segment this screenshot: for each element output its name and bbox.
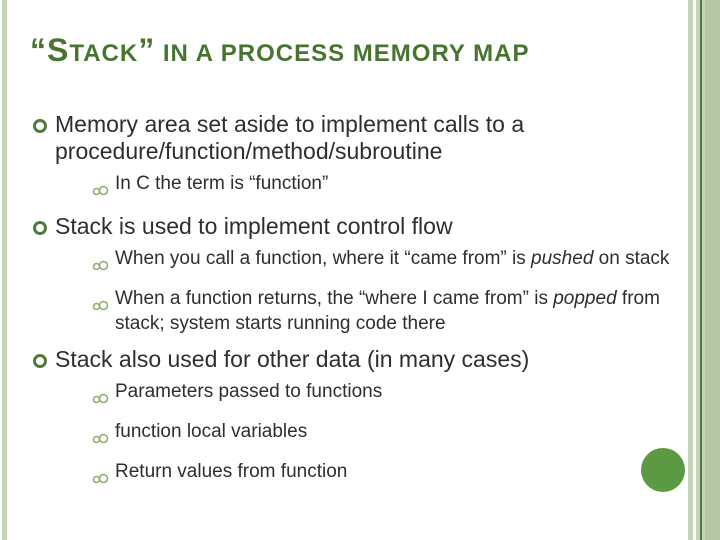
- sub-bullet-2-2-text: When a function returns, the “where I ca…: [115, 286, 670, 336]
- circle-bullet-icon: [33, 354, 47, 368]
- bullet-item-3: Stack also used for other data (in many …: [30, 346, 670, 373]
- sub-bullet-3-2-text: function local variables: [115, 421, 308, 442]
- bullet-item-1: Memory area set aside to implement calls…: [30, 111, 670, 165]
- sub-bullet-3-3-text: Return values from function: [115, 461, 348, 482]
- title-smallcaps-1: TACK: [69, 40, 139, 67]
- sub-bullet-3-3: Return values from function: [92, 459, 670, 491]
- emphasized-word: pushed: [531, 248, 594, 269]
- circle-bullet-icon: [33, 119, 47, 133]
- slide-title: “STACK” IN A PROCESS MEMORY MAP: [30, 30, 529, 74]
- title-close-quote: ”: [138, 32, 156, 68]
- sub-bullet-2-1: When you call a function, where it “came…: [92, 246, 670, 278]
- sub-bullet-3-2: function local variables: [92, 419, 670, 451]
- sub-bullet-3-1-text: Parameters passed to functions: [115, 381, 383, 402]
- sub-bullet-2-1-text: When you call a function, where it “came…: [115, 246, 669, 271]
- right-accent-band: [705, 0, 720, 540]
- bullet-item-2: Stack is used to implement control flow: [30, 213, 670, 240]
- bullet-item-1-text: Memory area set aside to implement calls…: [55, 111, 525, 164]
- right-accent-stripe-inner: [696, 0, 700, 540]
- vine-bullet-icon: [92, 178, 109, 203]
- text-run: When you call a function, where it “came…: [115, 248, 532, 269]
- sub-bullet-1-1-text: In C the term is “function”: [115, 173, 329, 194]
- sub-bullet-1-1: In C the term is “function”: [92, 171, 670, 203]
- title-smallcaps-2: IN A PROCESS MEMORY MAP: [155, 40, 530, 67]
- vine-bullet-icon: [92, 253, 109, 278]
- text-run: on stack: [593, 248, 670, 269]
- vine-bullet-icon: [92, 466, 109, 491]
- text-run: from stack; system starts running code t…: [115, 288, 660, 334]
- decorative-circle: [641, 448, 685, 492]
- vine-bullet-icon: [92, 386, 109, 411]
- emphasized-word: popped: [553, 288, 617, 309]
- circle-bullet-icon: [33, 221, 47, 235]
- right-accent-stripe-mid: [702, 0, 705, 540]
- slide-body: Memory area set aside to implement calls…: [30, 101, 670, 491]
- text-run: When a function returns, the “where I ca…: [115, 288, 554, 309]
- sub-bullet-3-1: Parameters passed to functions: [92, 379, 670, 411]
- bullet-item-3-text: Stack also used for other data (in many …: [55, 346, 530, 372]
- left-accent-stripe: [2, 0, 7, 540]
- sub-bullet-2-2: When a function returns, the “where I ca…: [92, 286, 670, 336]
- vine-bullet-icon: [92, 426, 109, 451]
- title-open-quote-and-cap: “S: [30, 32, 70, 68]
- right-accent-line-dark: [700, 0, 702, 540]
- bullet-item-2-text: Stack is used to implement control flow: [55, 213, 453, 239]
- right-accent-stripe-outer: [688, 0, 693, 540]
- vine-bullet-icon: [92, 293, 109, 318]
